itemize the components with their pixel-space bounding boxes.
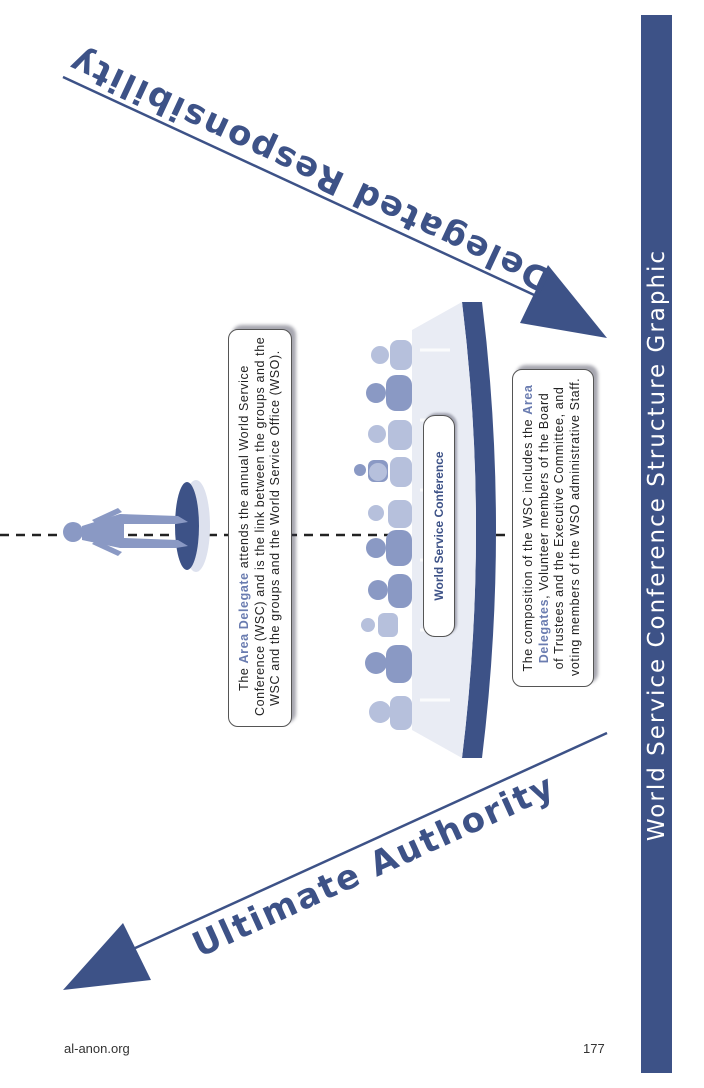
composition-line4: voting members of the WSO administrative… (567, 377, 582, 676)
delegated-arrow-head (520, 265, 607, 338)
seated-people (354, 340, 412, 730)
delegate-box-line1: attends the annual World Service (237, 365, 251, 573)
composition-area-highlight: Area (521, 384, 535, 415)
composition-line1: The composition of the WSC includes the (521, 414, 535, 672)
structure-graphic: Delegated Responsibility Ultimate Author… (0, 40, 608, 990)
seated-person (366, 375, 412, 411)
world-service-conference-label: World Service Conference (423, 415, 455, 637)
seated-person (365, 645, 412, 683)
composition-box: The composition of the WSC includes the … (512, 369, 594, 687)
delegate-box-line3: WSC and the groups and the World Service… (268, 350, 282, 706)
area-delegate-box: The Area Delegate attends the annual Wor… (228, 329, 292, 727)
delegate-box-line2: Conference (WSC) and is the link between… (252, 336, 267, 716)
seated-person (369, 457, 412, 487)
seated-person (361, 613, 398, 637)
seated-person (368, 500, 412, 528)
table-edge (462, 302, 496, 758)
side-band (641, 15, 672, 1073)
seated-person (369, 696, 412, 730)
authority-arrow-head (63, 923, 151, 990)
seated-person (368, 420, 412, 450)
page-title: World Service Conference Structure Graph… (644, 248, 670, 842)
composition-line2: , Volunteer members of the Board (536, 392, 551, 599)
delegate-figure (63, 508, 188, 556)
composition-delegates-highlight: Delegates (536, 598, 551, 664)
delegated-arrow-line (62, 75, 546, 302)
seated-person (366, 530, 412, 566)
delegate-box-prefix: The (237, 663, 251, 691)
seated-person (368, 574, 412, 608)
delegate-platform (175, 482, 199, 570)
footer-site-link[interactable]: al-anon.org (64, 1041, 130, 1056)
area-delegate-highlight: Area Delegate (237, 572, 251, 664)
composition-line3: of Trustees and the Executive Committee,… (552, 386, 566, 670)
page-number: 177 (583, 1041, 605, 1056)
seated-person (371, 340, 412, 370)
authority-arrow-line (119, 731, 608, 957)
